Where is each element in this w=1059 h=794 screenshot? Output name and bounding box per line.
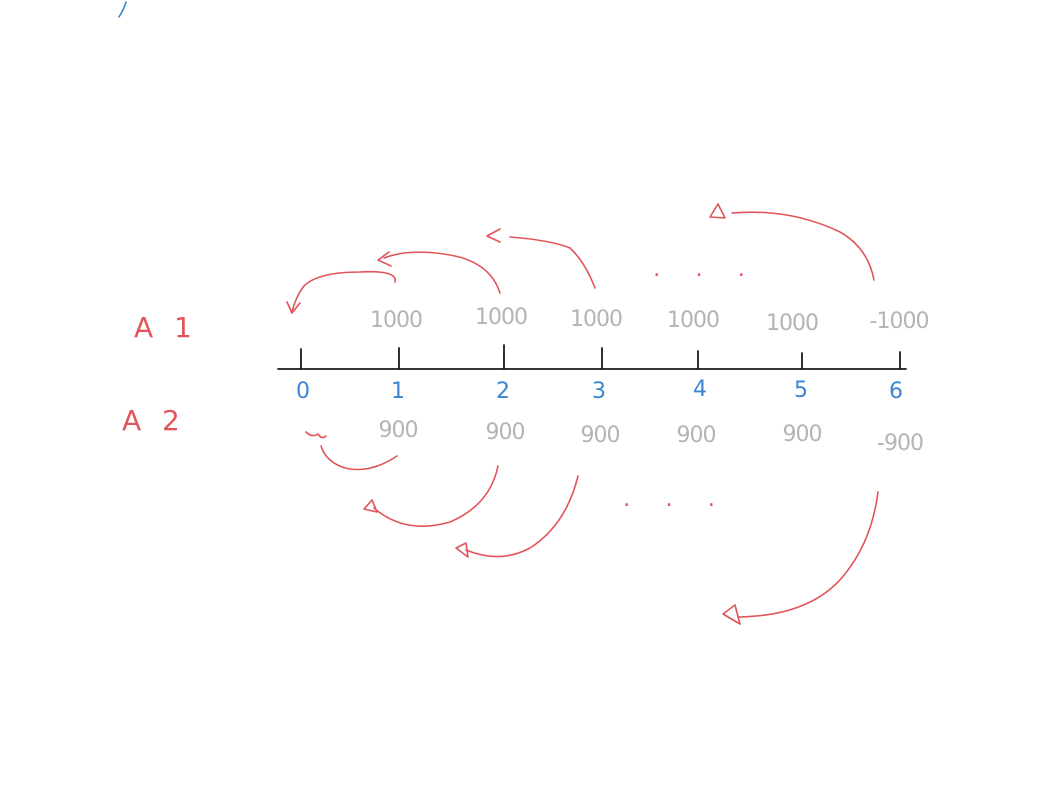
bottom-arrow-from-3 — [465, 475, 579, 558]
top-arrow-from-1 — [291, 270, 396, 313]
period-label-0: 0 — [296, 379, 310, 404]
bottom-cash-flow-2: 900 — [486, 420, 525, 445]
top-arrowhead-from-2 — [377, 251, 392, 267]
top-arrow-from-3 — [509, 236, 596, 289]
bottom-cash-flow-6: -900 — [877, 431, 923, 456]
period-label-4: 4 — [693, 377, 707, 402]
period-label-3: 3 — [592, 379, 606, 404]
top-cash-flow-2: 1000 — [475, 305, 527, 330]
period-label-2: 2 — [496, 379, 510, 404]
top-cash-flow-4: 1000 — [667, 308, 719, 333]
bottom-arrowhead-from-6 — [722, 604, 741, 625]
bottom-cash-flow-1: 900 — [379, 418, 418, 443]
period-label-6: 6 — [889, 379, 903, 404]
top-arrow-from-2 — [383, 251, 501, 294]
bottom-ellipsis: ․ ․ ․ — [623, 487, 729, 512]
period-labels: 0 1 2 3 4 5 6 — [296, 377, 903, 404]
bottom-cash-flow-4: 900 — [677, 423, 716, 448]
top-arrowhead-from-3 — [486, 228, 501, 243]
top-cash-flow-6: -1000 — [870, 309, 929, 334]
row-label-a1: A 1 — [134, 311, 198, 344]
stray-pen-mark — [118, 1, 127, 18]
bottom-arrowhead-from-3 — [455, 542, 469, 558]
bottom-arrow-from-6 — [737, 491, 879, 618]
bottom-arrow-from-1 — [320, 445, 398, 471]
top-cash-flow-1: 1000 — [370, 308, 422, 333]
bottom-cash-flows: 900 900 900 900 900 -900 — [379, 418, 924, 456]
top-cash-flows: 1000 1000 1000 1000 1000 -1000 — [370, 305, 929, 336]
bottom-cash-flow-5: 900 — [783, 422, 822, 447]
top-ellipsis: ․ ․ ․ — [653, 257, 759, 282]
top-arrowhead-from-1 — [286, 301, 301, 314]
timeline-ticks — [300, 344, 901, 370]
top-arrow-from-6 — [731, 211, 875, 281]
bottom-arrowhead-from-2 — [363, 499, 378, 513]
top-cash-flow-3: 1000 — [570, 307, 622, 332]
top-cash-flow-5: 1000 — [766, 311, 818, 336]
period-label-1: 1 — [391, 379, 405, 404]
top-arrowhead-from-6 — [709, 203, 726, 219]
bottom-arrow-from-2 — [373, 465, 499, 527]
bottom-cash-flow-3: 900 — [581, 423, 620, 448]
row-label-a2: A 2 — [122, 404, 186, 437]
period-label-5: 5 — [794, 378, 808, 403]
top-discount-arrows — [286, 203, 875, 314]
bottom-discount-arrows — [305, 431, 879, 625]
bottom-arrowhead-from-1 — [305, 431, 327, 439]
